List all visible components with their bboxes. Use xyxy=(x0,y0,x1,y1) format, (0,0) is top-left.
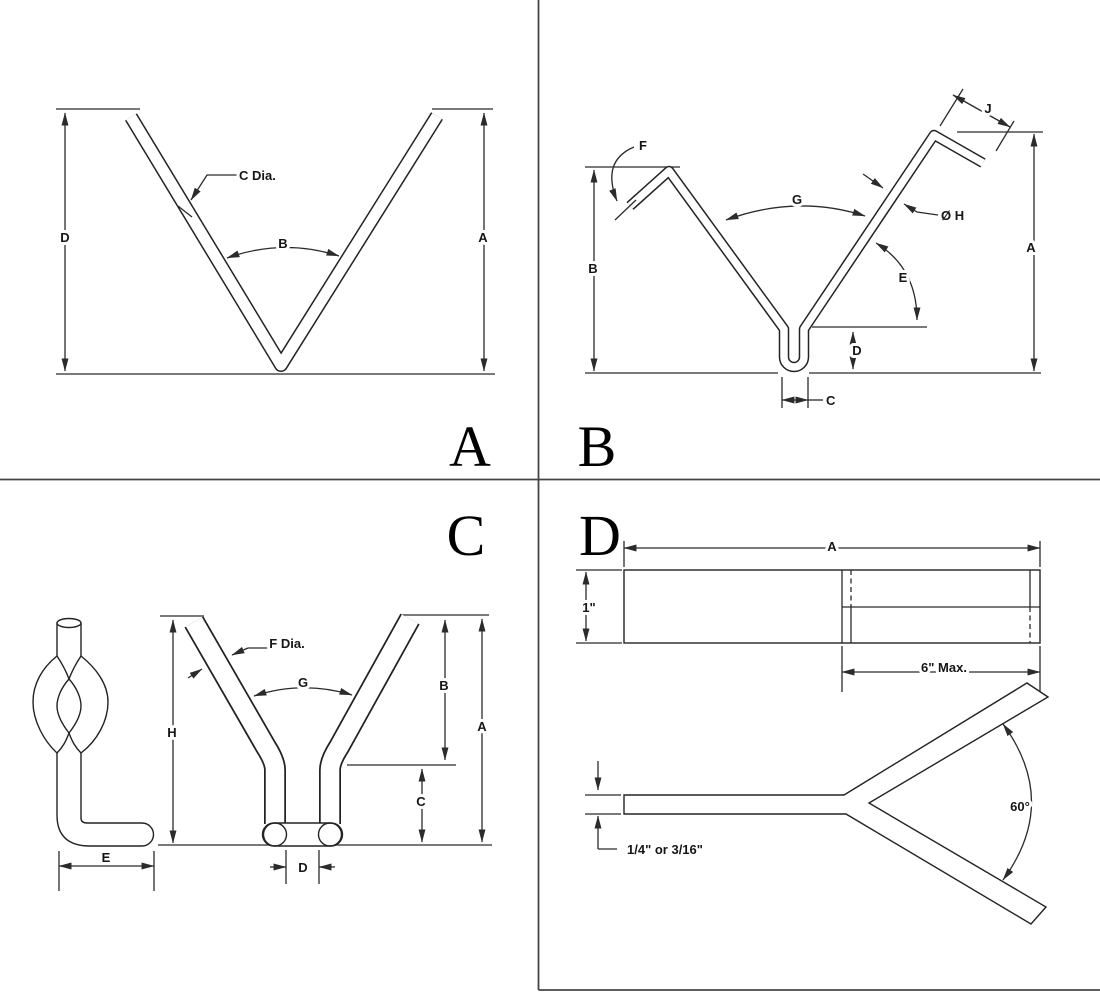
panel-c-wire-diameter-label: F Dia. xyxy=(269,636,304,651)
panel-c-total-height-label: H xyxy=(167,725,176,740)
panel-d-dim-overlap xyxy=(841,646,1041,692)
panel-c-right-coil xyxy=(317,822,343,847)
panel-b-drop-height-label: D xyxy=(852,343,861,358)
panel-b-wire-diameter-label: Ø H xyxy=(941,208,964,223)
panel-b-left-height-label: B xyxy=(588,261,597,276)
panel-d-length-label: A xyxy=(827,539,837,554)
panel-b-tip-angle-callout xyxy=(609,146,637,221)
panel-b-leg-angle-label: E xyxy=(899,270,908,285)
panel-d-letter: D xyxy=(579,503,621,568)
panel-d-dim-bar-height xyxy=(576,569,622,644)
panel-c-profile-view xyxy=(32,617,155,847)
panel-b-vee-angle-arc xyxy=(725,205,866,221)
panel-c-arm-height-label: B xyxy=(439,678,448,693)
panel-c-bottom-capsule xyxy=(261,822,344,847)
panel-c-loop-gap-label: D xyxy=(298,860,307,875)
panel-a-wire-diameter-label: C Dia. xyxy=(239,168,276,183)
panel-c-dim-e xyxy=(58,851,155,891)
panel-b-leg-angle-arc xyxy=(875,242,921,321)
panel-c-letter: C xyxy=(447,503,486,568)
panel-b: F J G Ø H E B A D C B xyxy=(578,88,1043,479)
panel-b-tip-length-label: J xyxy=(984,101,991,116)
panel-d-dim-a xyxy=(623,541,1041,567)
panel-c-vee-angle-arc xyxy=(253,687,353,697)
panel-d-bar-top-view xyxy=(623,569,1041,644)
panel-c: E F Dia. G H B A C D C xyxy=(32,503,492,891)
panel-b-loop-width-label: C xyxy=(826,393,836,408)
panel-d-fork-angle-arc xyxy=(1002,723,1033,881)
panel-a-vee-angle-arc xyxy=(226,246,340,259)
panel-a-wire-diameter-callout xyxy=(177,174,237,218)
panel-c-vee-angle-label: G xyxy=(298,675,308,690)
panel-c-y-wire xyxy=(184,613,420,847)
panel-b-dim-c xyxy=(781,377,823,408)
panel-c-side-width-label: E xyxy=(102,850,111,865)
panel-d-bar-height-label: 1" xyxy=(582,600,595,615)
panel-d-y-side-view xyxy=(623,682,1050,925)
panel-c-right-height-label: A xyxy=(477,719,487,734)
panel-a-right-height-label: A xyxy=(478,230,488,245)
panel-d-thickness-label: 1/4" or 3/16" xyxy=(627,842,703,857)
panel-a: C Dia. B D A A xyxy=(56,108,495,479)
diameter-tick xyxy=(177,205,193,218)
panel-b-right-height-label: A xyxy=(1026,240,1036,255)
panel-c-dim-h xyxy=(160,615,204,844)
panel-b-wire-diameter-callout xyxy=(862,173,939,216)
panel-d-overlap-label: 6" Max. xyxy=(921,660,967,675)
panel-b-tip-length-dim xyxy=(939,88,1015,152)
panel-c-lower-height-label: C xyxy=(416,794,426,809)
panel-b-letter: B xyxy=(578,414,617,479)
panel-c-wire-diameter-callout xyxy=(187,646,268,679)
panel-d-dim-thickness xyxy=(594,761,617,850)
profile-stem-foot xyxy=(56,753,155,847)
panel-c-dim-d xyxy=(270,850,335,884)
panel-a-letter: A xyxy=(449,414,491,479)
profile-top-end xyxy=(56,617,82,629)
panel-a-vee-angle-label: B xyxy=(278,236,287,251)
panel-b-tip-angle-label: F xyxy=(639,138,647,153)
profile-loop-outline xyxy=(32,655,109,754)
panel-b-vee-angle-label: G xyxy=(792,192,802,207)
profile-eye xyxy=(56,677,82,735)
panel-a-vee-wire xyxy=(125,112,443,372)
panel-a-left-height-label: D xyxy=(60,230,69,245)
profile-twist xyxy=(56,655,82,754)
panel-d-fork-angle-label: 60° xyxy=(1010,799,1030,814)
panel-b-wire xyxy=(626,129,986,373)
panel-c-left-coil xyxy=(262,822,288,847)
panel-d: A 1" 6" Max. 60° 1/4" or 3/16" D xyxy=(576,503,1050,925)
